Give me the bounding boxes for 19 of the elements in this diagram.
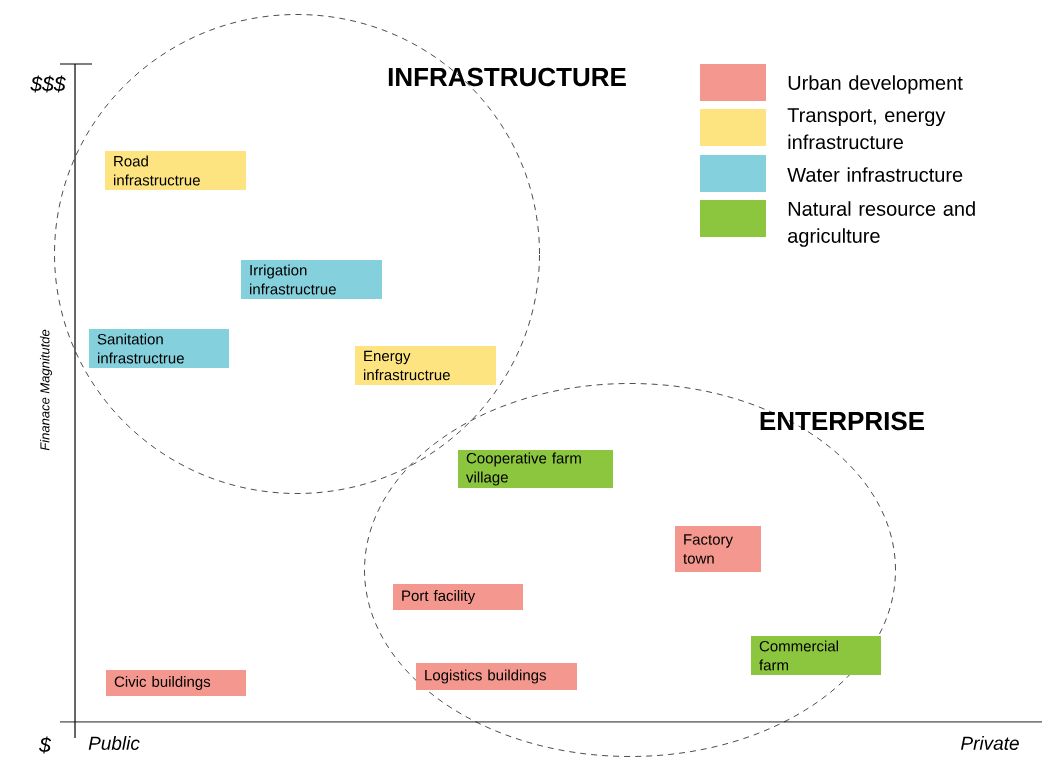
value-label: $$$	[30, 75, 66, 93]
axis-label: Private	[961, 736, 1019, 750]
category-box: Factory town	[675, 526, 761, 572]
circle-heading: ENTERPRISE	[760, 411, 925, 431]
legend-label: Transport, energy infrastructure	[787, 108, 946, 150]
legend-label: Urban development	[788, 75, 963, 94]
category-box: Civic buildings	[106, 670, 246, 696]
value-label: $	[39, 736, 52, 754]
legend-label: Water infrastructure	[787, 167, 963, 182]
circle-heading: INFRASTRUCTURE	[388, 67, 626, 87]
category-box: Irrigation infrastructrue	[241, 260, 382, 299]
axis-title: Finanace Magnitutde	[39, 329, 53, 451]
category-box: Cooperative farm village	[458, 450, 613, 488]
category-box: Port facility	[393, 584, 523, 610]
category-box: Road infrastructrue	[105, 151, 246, 190]
category-box: Energy infrastructrue	[355, 346, 496, 385]
legend-label: Natural resource and agriculture	[788, 201, 975, 247]
axis-label: Public	[88, 736, 140, 750]
category-box: Sanitation infrastructrue	[89, 329, 229, 368]
